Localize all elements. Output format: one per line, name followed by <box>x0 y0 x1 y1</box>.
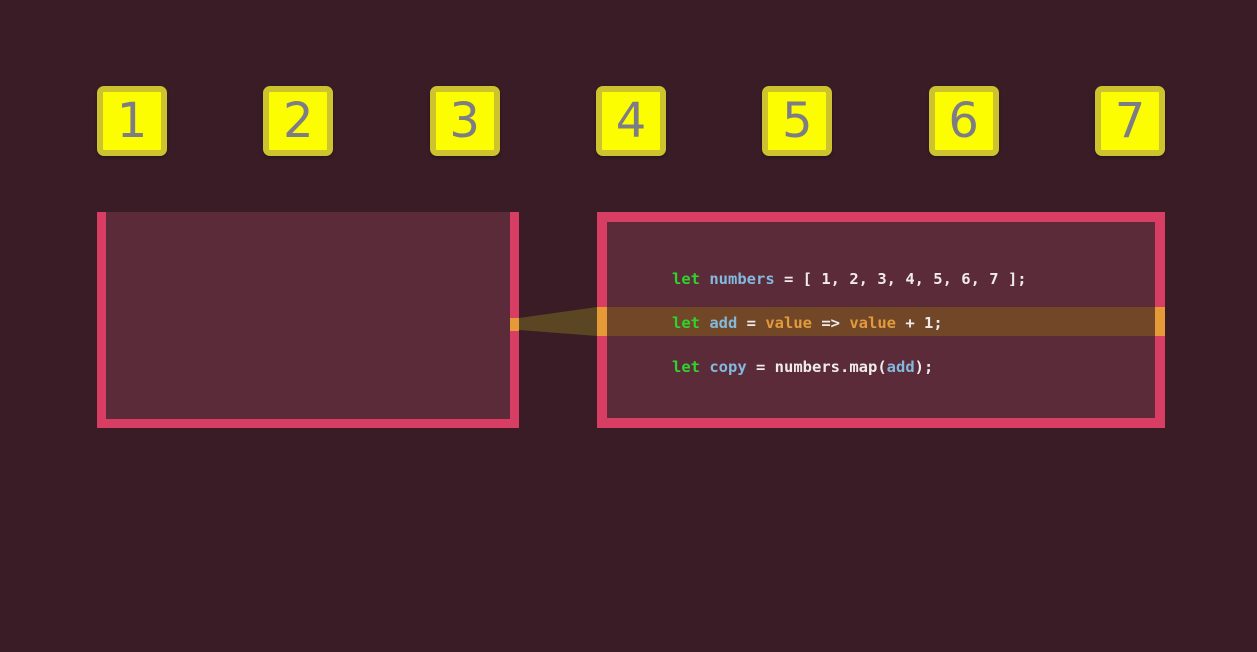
code-token: + 1; <box>896 314 943 332</box>
code-token: let <box>672 358 700 376</box>
code-line: let copy = numbers.map(add); <box>672 345 1155 389</box>
beam-source-marker <box>510 318 519 331</box>
code-token: let <box>672 270 700 288</box>
array-item-square: 7 <box>1094 86 1165 156</box>
array-item-value: 4 <box>615 93 647 149</box>
code-block: let numbers = [ 1, 2, 3, 4, 5, 6, 7 ];le… <box>607 222 1155 389</box>
code-token: numbers.map( <box>774 358 887 376</box>
code-token: = <box>737 314 766 332</box>
code-token: let <box>672 314 700 332</box>
code-token <box>700 314 709 332</box>
array-item-square: 4 <box>595 86 666 156</box>
array-squares-row: 1 2 3 4 5 6 7 <box>97 86 1165 156</box>
array-item-square: 3 <box>429 86 500 156</box>
code-box: let numbers = [ 1, 2, 3, 4, 5, 6, 7 ];le… <box>597 212 1165 428</box>
array-item-value: 2 <box>283 93 314 149</box>
array-item-value: 5 <box>782 93 813 149</box>
result-array-box <box>97 212 519 428</box>
code-token: = [ 1, 2, 3, 4, 5, 6, 7 ]; <box>774 270 1027 288</box>
array-item-value: 3 <box>449 93 480 149</box>
code-token <box>700 270 709 288</box>
code-line-highlighted: let add = value => value + 1; <box>672 301 1155 345</box>
array-item-square: 1 <box>97 86 167 156</box>
array-item-value: 6 <box>948 93 979 149</box>
array-item-value: 7 <box>1114 93 1146 149</box>
array-item-square: 2 <box>263 86 334 156</box>
code-token: = <box>746 358 775 376</box>
array-item-value: 1 <box>116 93 148 149</box>
highlight-left-edge-marker <box>597 307 607 336</box>
code-token: value <box>849 314 897 332</box>
code-token: value <box>765 314 813 332</box>
array-item-square: 5 <box>762 86 833 156</box>
array-item-square: 6 <box>928 86 999 156</box>
code-line: let numbers = [ 1, 2, 3, 4, 5, 6, 7 ]; <box>672 257 1155 301</box>
code-token: numbers <box>709 270 775 288</box>
highlight-band <box>607 307 1155 336</box>
code-token: => <box>812 314 850 332</box>
code-token: ); <box>914 358 934 376</box>
code-token: copy <box>709 358 747 376</box>
code-token: add <box>709 314 738 332</box>
connector-beam-shape <box>519 307 597 336</box>
highlight-right-edge-marker <box>1155 307 1165 336</box>
code-token <box>700 358 709 376</box>
code-token: add <box>886 358 915 376</box>
